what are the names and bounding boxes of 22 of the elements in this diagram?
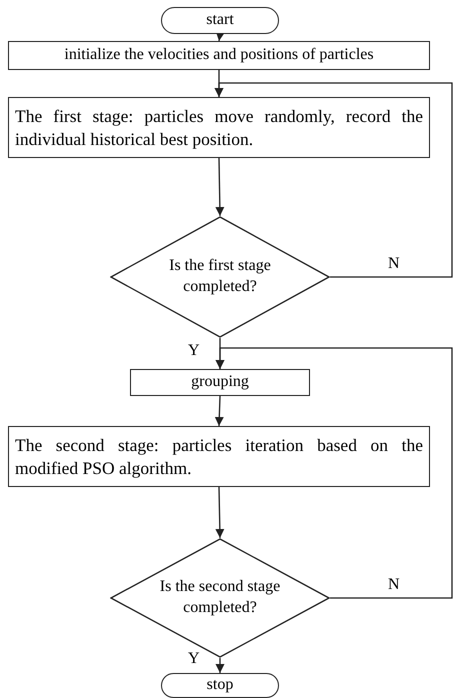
decision-text: Is the first stage completed? xyxy=(168,256,272,297)
terminal-shape xyxy=(161,7,279,34)
step-text: The first stage: particles move randomly, record the individual historical best position. xyxy=(14,104,424,150)
arrow xyxy=(214,82,453,278)
terminal-shape xyxy=(161,673,279,698)
step-text: initialize the velocities and positions of particles xyxy=(64,45,374,66)
decision-text: Is the second stage completed? xyxy=(158,577,282,618)
arrow xyxy=(215,486,224,538)
arrow xyxy=(215,158,224,216)
process-box xyxy=(8,41,430,70)
arrow xyxy=(214,396,224,426)
arrow xyxy=(216,347,453,599)
step-text: The second stage: particles iteration based on the modified PSO algorithm. xyxy=(14,434,424,480)
process-box xyxy=(8,426,430,487)
process-box xyxy=(8,97,430,158)
arrow xyxy=(216,658,224,673)
process-box xyxy=(130,369,310,396)
step-text: grouping xyxy=(191,372,249,392)
terminal-label: stop xyxy=(206,675,234,696)
decision-diamond xyxy=(110,216,330,338)
terminal-label: start xyxy=(206,10,234,30)
arrow xyxy=(216,31,225,42)
